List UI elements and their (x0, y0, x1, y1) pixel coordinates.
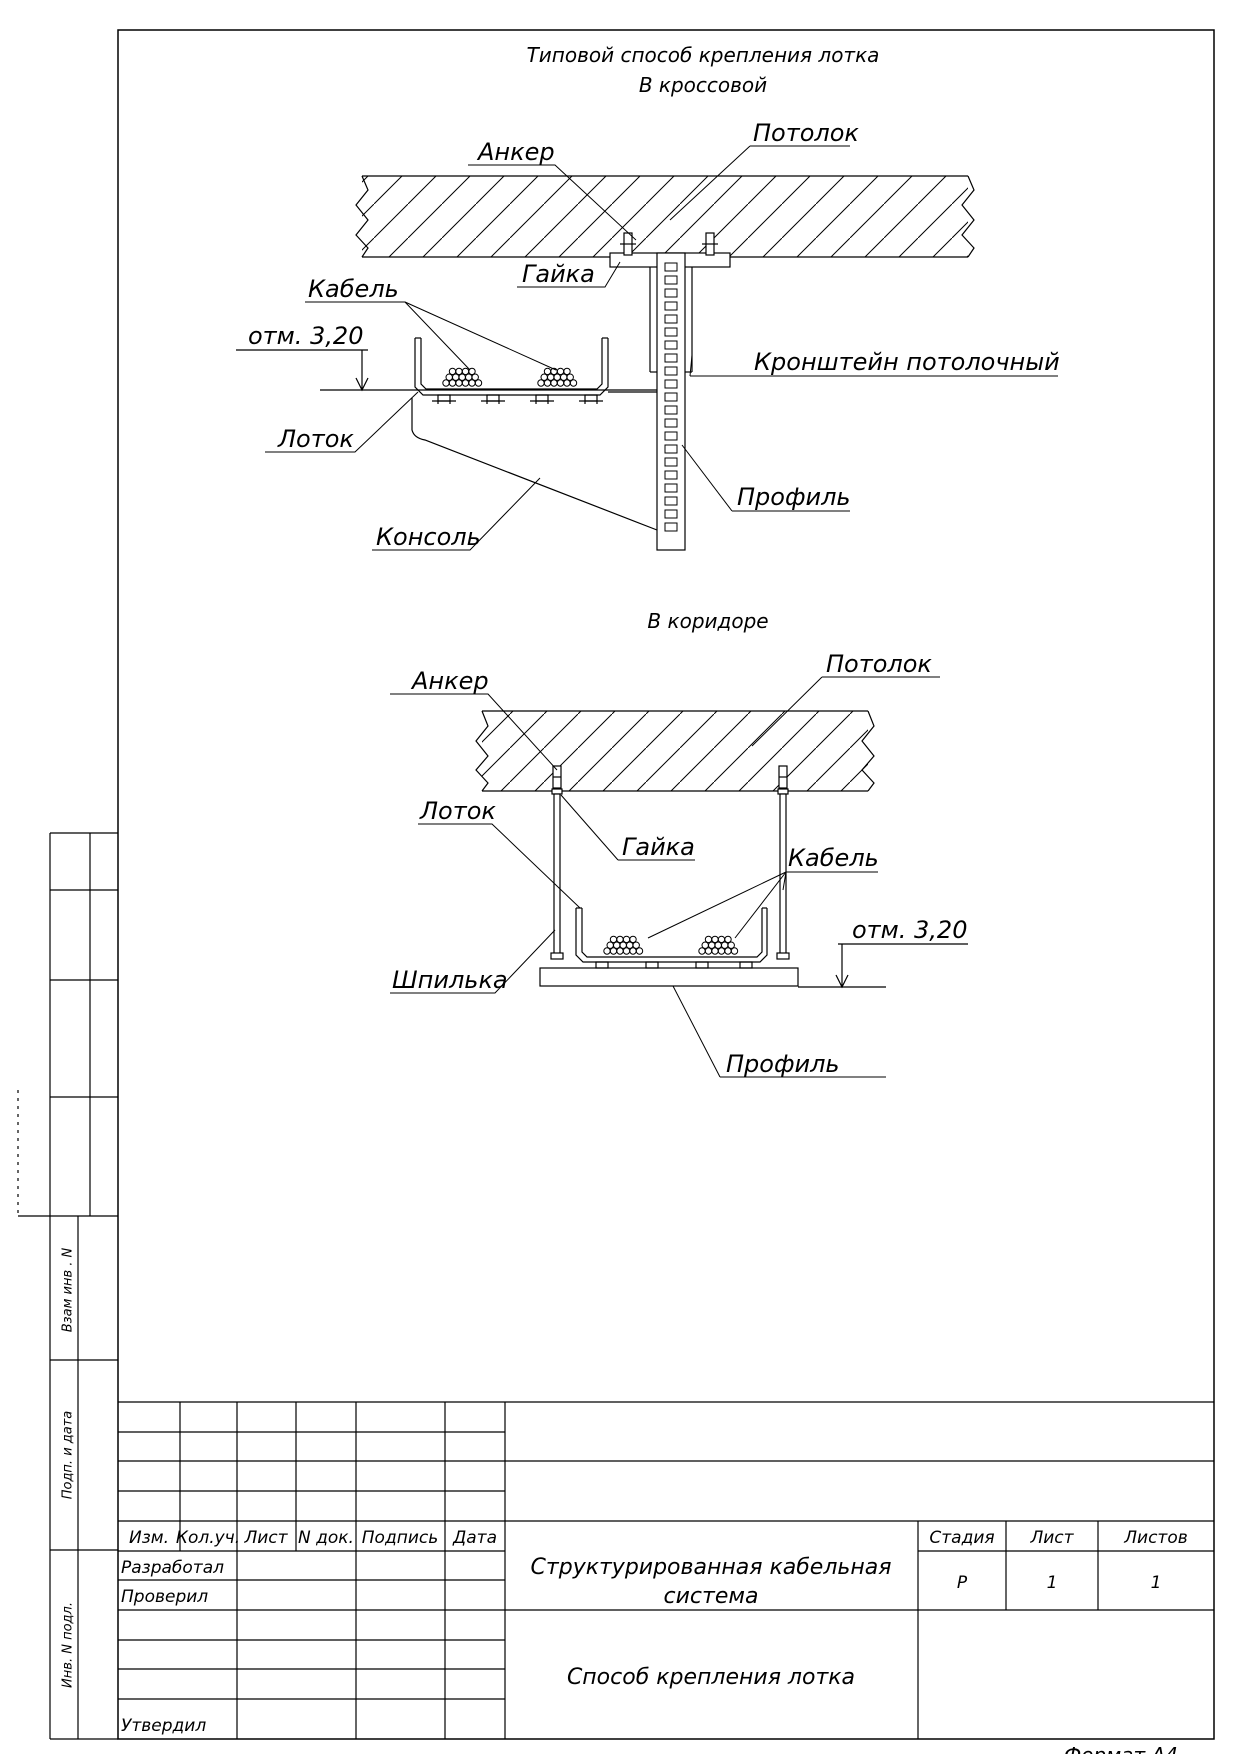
diagram-a-ceiling (355, 175, 975, 258)
tb-header-list: Лист (243, 1528, 288, 1548)
tb-sheets-value: 1 (1151, 1573, 1162, 1593)
diagram-a-profile-holes (664, 262, 678, 532)
diagram-b-elevation-label: отм. 3,20 (852, 916, 967, 944)
sheet-frame (117, 29, 1215, 1740)
diagram-a-bracket-label: Кронштейн потолочный (754, 348, 1060, 376)
diagram-a-profile-label: Профиль (737, 483, 851, 511)
title-block-roles: Разработал Проверил Утвердил (121, 1558, 224, 1736)
diagram-a-nut-label: Гайка (522, 260, 595, 288)
diagram-b-title: В коридоре (647, 609, 768, 633)
diagram-a-elevation-label: отм. 3,20 (248, 322, 363, 350)
title-block-project: Структурированная кабельная система Спос… (531, 1555, 892, 1690)
side-stamp-vzam: Взам инв . N (61, 1247, 76, 1332)
diagram-b-stud-label: Шпилька (392, 966, 508, 994)
diagram-b-cable-bundle-left (603, 935, 644, 955)
tb-header-data: Дата (452, 1528, 497, 1548)
format-label: Формат А4 (1064, 1743, 1178, 1754)
tb-header-izm: Изм. (129, 1528, 169, 1548)
side-stamp-inv-label: Инв. N подл. (61, 1602, 76, 1688)
side-stamp-inv: Инв. N подл. (61, 1602, 76, 1688)
diagram-b-anchor-label: Анкер (410, 667, 489, 695)
tb-header-podpis: Подпись (362, 1528, 438, 1548)
diagram-b-leaders (390, 676, 940, 1078)
diagram-b-cable-bundle-right (698, 935, 739, 955)
tb-role-approved: Утвердил (121, 1716, 206, 1736)
diagram-a-tray (414, 337, 609, 404)
diagram-a-ceiling-label: Потолок (753, 119, 859, 147)
title-block-grid (118, 1401, 1214, 1739)
side-stamp-podp: Подп. и дата (61, 1411, 76, 1500)
diagram-b-ceiling (475, 710, 875, 792)
title-block-stage: Стадия Лист Листов Р 1 1 (929, 1528, 1187, 1593)
tb-stage-header: Стадия (929, 1528, 994, 1548)
diagram-a-elevation-mark (236, 349, 657, 392)
tb-stage-value: Р (957, 1573, 968, 1593)
side-stamp-vzam-label: Взам инв . N (61, 1247, 76, 1332)
diagram-a-label-group: Анкер Потолок Гайка Кабель Кронштейн пот… (277, 119, 1060, 551)
diagram-a-cable-label: Кабель (308, 275, 399, 303)
diagram-a-anchor-label: Анкер (476, 138, 555, 166)
tb-sheet-value: 1 (1047, 1573, 1058, 1593)
tb-sheet-title: Способ крепления лотка (567, 1665, 855, 1690)
diagram-b-cable-label: Кабель (788, 844, 879, 872)
diagram-b-studs (550, 765, 790, 960)
tb-role-checked: Проверил (121, 1587, 208, 1607)
diagram-b-nut-label: Гайка (622, 833, 695, 861)
diagram-a-title-line1: Типовой способ крепления лотка (527, 43, 880, 67)
diagram-a-title-line2: В кроссовой (639, 73, 767, 97)
diagram-b-tray-label: Лоток (419, 797, 496, 825)
diagram-a-cable-bundle-right (537, 367, 578, 387)
diagram-a-console (411, 391, 658, 531)
side-stamp-podp-label: Подп. и дата (61, 1411, 76, 1500)
diagram-a-leaders (265, 145, 1058, 551)
diagram-a-cable-bundle-left (442, 367, 483, 387)
diagram-b-profile-label: Профиль (726, 1050, 840, 1078)
side-stamp (17, 832, 118, 1740)
diagram-a-title: Типовой способ крепления лотка В кроссов… (527, 43, 880, 97)
title-block-headers: Изм. Кол.уч. Лист N док. Подпись Дата (129, 1528, 497, 1548)
tb-sheet-header: Лист (1029, 1528, 1074, 1548)
diagram-b-label-group: Анкер Потолок Лоток Гайка Кабель Шпилька… (392, 650, 932, 1078)
tb-sheets-header: Листов (1123, 1528, 1188, 1548)
tb-project-name-line1: Структурированная кабельная (531, 1555, 892, 1580)
tb-header-kol-uch: Кол.уч. (176, 1528, 240, 1548)
diagram-b-elevation-mark (798, 943, 968, 989)
diagram-b-tray (575, 907, 768, 969)
diagram-b-ceiling-label: Потолок (826, 650, 932, 678)
diagram-b-profile (539, 967, 799, 987)
tb-header-n-dok: N док. (298, 1528, 354, 1548)
tb-role-developed: Разработал (121, 1558, 224, 1578)
diagram-a-tray-label: Лоток (277, 425, 354, 453)
diagram-a-console-label: Консоль (376, 523, 481, 551)
tb-project-name-line2: система (664, 1584, 759, 1609)
